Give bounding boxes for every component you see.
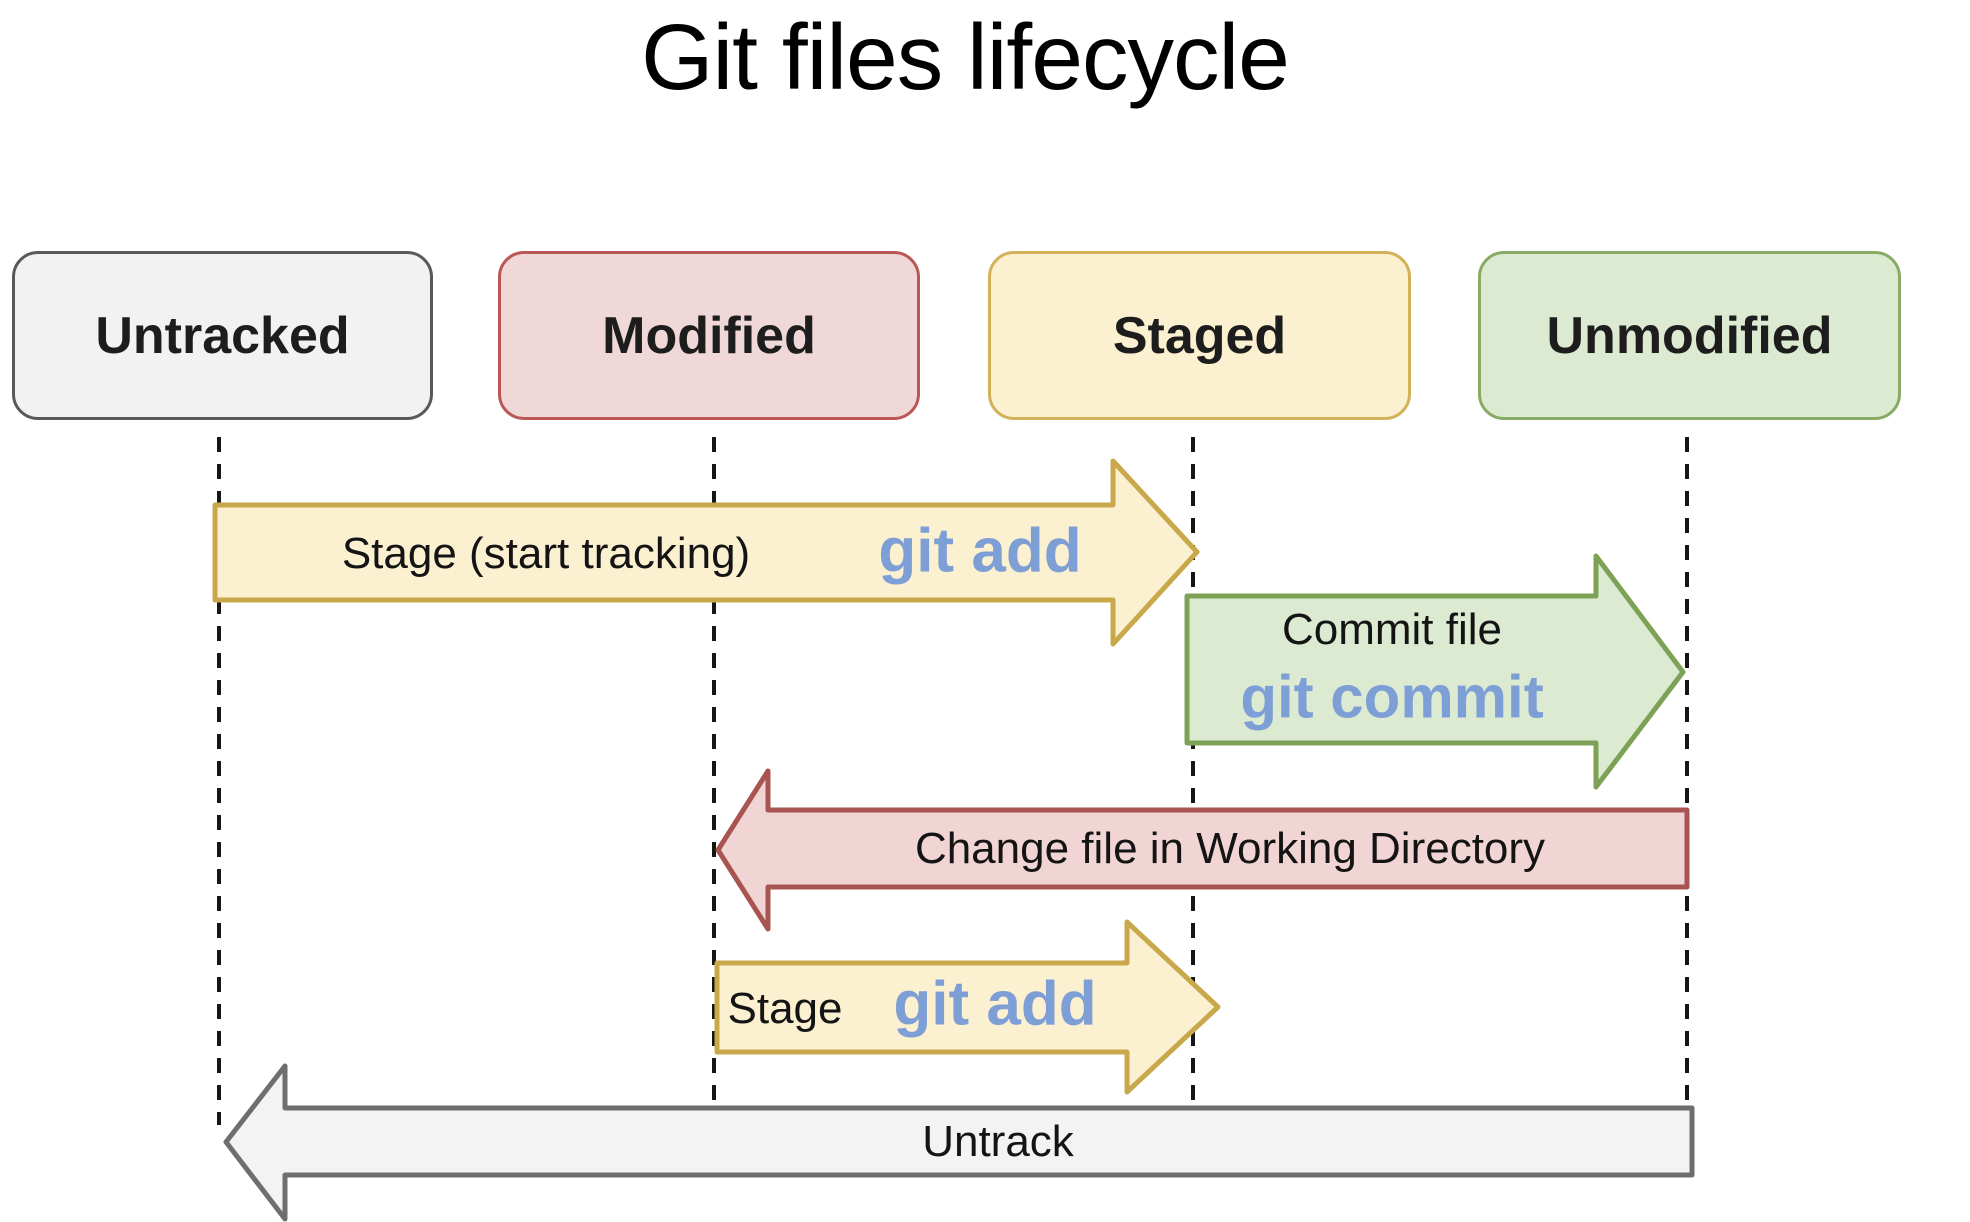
state-label-unmodified: Unmodified bbox=[1546, 306, 1833, 365]
state-box-staged: Staged bbox=[988, 251, 1411, 420]
lifeline-untracked bbox=[217, 437, 221, 1125]
page-title: Git files lifecycle bbox=[641, 5, 1290, 109]
arrow-stage-shape bbox=[714, 919, 1221, 1095]
arrow-stage-start-tracking-label: Stage (start tracking) bbox=[341, 529, 751, 578]
lifeline-modified bbox=[712, 437, 716, 1108]
arrow-stage-command: git add bbox=[893, 969, 1097, 1039]
arrow-commit-file-shape bbox=[1184, 553, 1686, 790]
lifeline-unmodified bbox=[1685, 437, 1689, 1108]
arrow-commit-file-command: git commit bbox=[1240, 663, 1544, 731]
state-box-unmodified: Unmodified bbox=[1478, 251, 1901, 420]
lifeline-staged bbox=[1191, 437, 1195, 1108]
state-box-untracked: Untracked bbox=[12, 251, 433, 420]
arrow-commit-file-label: Commit file bbox=[1281, 605, 1503, 654]
arrow-change-file-shape bbox=[715, 768, 1690, 932]
state-label-staged: Staged bbox=[1112, 306, 1287, 365]
arrow-stage-label: Stage bbox=[727, 984, 843, 1033]
arrow-untrack-label: Untrack bbox=[922, 1117, 1074, 1166]
arrow-change-file-label: Change file in Working Directory bbox=[914, 824, 1546, 873]
arrow-stage-start-tracking-command: git add bbox=[878, 516, 1082, 586]
state-label-modified: Modified bbox=[602, 306, 816, 365]
state-box-modified: Modified bbox=[498, 251, 920, 420]
state-label-untracked: Untracked bbox=[95, 306, 350, 365]
arrow-stage-start-tracking-shape bbox=[212, 458, 1200, 647]
arrow-untrack-shape bbox=[223, 1063, 1695, 1222]
